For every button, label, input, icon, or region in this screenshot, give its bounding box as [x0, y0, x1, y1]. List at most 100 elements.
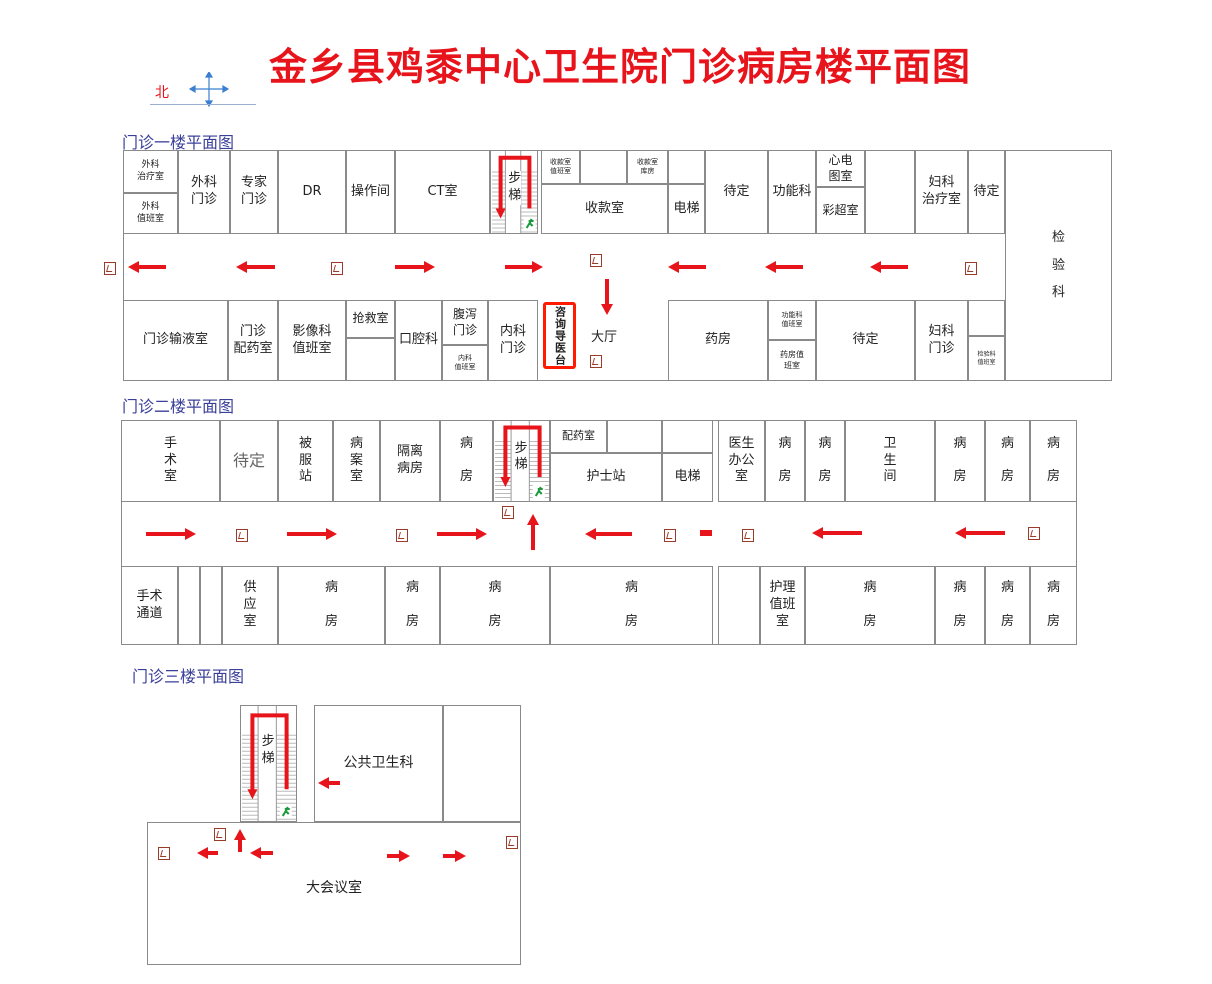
- evacuation-arrow-icon: [250, 847, 273, 859]
- room: 供 应 室: [222, 566, 278, 645]
- room: 门诊输液室: [123, 300, 228, 381]
- room: 门诊 配药室: [228, 300, 278, 381]
- room: CT室: [395, 150, 490, 234]
- evacuation-arrow-icon: [318, 777, 340, 789]
- room: 病 房: [440, 420, 493, 502]
- evacuation-route: [503, 425, 542, 479]
- room: 功能科: [768, 150, 816, 234]
- evacuation-arrow-icon: [700, 530, 712, 536]
- emergency-exit-icon: [590, 254, 602, 267]
- room: 心电 图室: [816, 150, 865, 187]
- room: 外科 门诊: [178, 150, 230, 234]
- compass-baseline: [150, 104, 256, 105]
- emergency-exit-icon: [331, 262, 343, 275]
- emergency-exit-icon: [664, 529, 676, 542]
- compass-cross-arrows-icon: [188, 72, 230, 108]
- room: [200, 566, 222, 645]
- evacuation-arrow-icon: [128, 261, 166, 273]
- stair-label: 步 梯: [261, 734, 275, 769]
- room: 收款室 值班室: [541, 150, 580, 184]
- room: 护士站: [550, 453, 662, 502]
- room: 影像科 值班室: [278, 300, 346, 381]
- room: 大会议室: [147, 822, 521, 965]
- room: 待定: [705, 150, 768, 234]
- evacuation-arrow-icon: [812, 527, 862, 539]
- room: [607, 420, 662, 453]
- room: 收款室 库房: [627, 150, 668, 184]
- stairwell: [490, 150, 538, 234]
- evacuation-arrow-icon: [765, 261, 803, 273]
- lobby-label: 大厅: [591, 330, 618, 345]
- evacuation-arrow-icon: [146, 528, 196, 540]
- room: 隔离 病房: [380, 420, 440, 502]
- room: 检验科 值班室: [968, 336, 1005, 381]
- evacuation-arrow-icon: [601, 279, 613, 315]
- room: 内科 值班室: [442, 345, 488, 381]
- room: 待定: [220, 420, 278, 502]
- room: 待定: [968, 150, 1005, 234]
- stair-label: 步 梯: [508, 171, 522, 205]
- room: 手 术 室: [121, 420, 220, 502]
- room: 收款室: [541, 184, 668, 234]
- info-desk: 咨询导医台: [543, 302, 576, 369]
- emergency-exit-icon: [1028, 527, 1040, 540]
- room: 病 房: [985, 420, 1030, 502]
- room: [443, 705, 521, 822]
- floor3-label: 门诊三楼平面图: [132, 667, 245, 686]
- emergency-exit-icon: [506, 836, 518, 849]
- room: [178, 566, 200, 645]
- room: 病 房: [550, 566, 713, 645]
- room: [580, 150, 627, 184]
- room: 外科 值班室: [123, 193, 178, 234]
- emergency-exit-icon: [502, 506, 514, 519]
- room: 病 案 室: [333, 420, 380, 502]
- room: 病 房: [440, 566, 550, 645]
- room: 病 房: [805, 420, 845, 502]
- evacuation-route: [498, 155, 532, 211]
- floor2-label: 门诊二楼平面图: [122, 397, 235, 416]
- evacuation-route: [250, 713, 289, 792]
- room: 电梯: [668, 184, 705, 234]
- room: 病 房: [935, 420, 985, 502]
- room: 抢救室: [346, 300, 395, 338]
- evacuation-arrow-icon: [395, 261, 435, 273]
- room: [662, 420, 713, 453]
- running-man-icon: [532, 485, 545, 498]
- evacuation-arrow-icon: [527, 514, 539, 550]
- emergency-exit-icon: [158, 847, 170, 860]
- emergency-exit-icon: [965, 262, 977, 275]
- evacuation-arrow-icon: [387, 850, 410, 862]
- evacuation-arrow-icon: [234, 829, 246, 852]
- room: 电梯: [662, 453, 713, 502]
- room: 病 房: [985, 566, 1030, 645]
- room: 口腔科: [395, 300, 442, 381]
- emergency-exit-icon: [590, 355, 602, 368]
- emergency-exit-icon: [214, 828, 226, 841]
- emergency-exit-icon: [742, 529, 754, 542]
- floor1-label: 门诊一楼平面图: [122, 133, 235, 152]
- emergency-exit-icon: [236, 529, 248, 542]
- room: 功能科 值班室: [768, 300, 816, 340]
- evacuation-arrow-icon: [955, 527, 1005, 539]
- room: 病 房: [935, 566, 985, 645]
- room: 病 房: [805, 566, 935, 645]
- room: 医生 办公 室: [718, 420, 765, 502]
- room: 检 验 科: [1005, 150, 1112, 381]
- room: 手术 通道: [121, 566, 178, 645]
- room: 腹泻 门诊: [442, 300, 488, 345]
- room: 护理 值班 室: [760, 566, 805, 645]
- room: 病 房: [1030, 420, 1077, 502]
- room: [668, 150, 705, 184]
- room: 被 服 站: [278, 420, 333, 502]
- north-label: 北: [155, 85, 169, 101]
- emergency-exit-icon: [104, 262, 116, 275]
- evacuation-arrow-icon: [287, 528, 337, 540]
- room: [968, 300, 1005, 336]
- running-man-icon: [523, 217, 536, 230]
- evacuation-arrow-icon: [437, 528, 487, 540]
- room: 操作间: [346, 150, 395, 234]
- room: 药房: [668, 300, 768, 381]
- room: 妇科 门诊: [915, 300, 968, 381]
- room: [346, 338, 395, 381]
- room: 专家 门诊: [230, 150, 278, 234]
